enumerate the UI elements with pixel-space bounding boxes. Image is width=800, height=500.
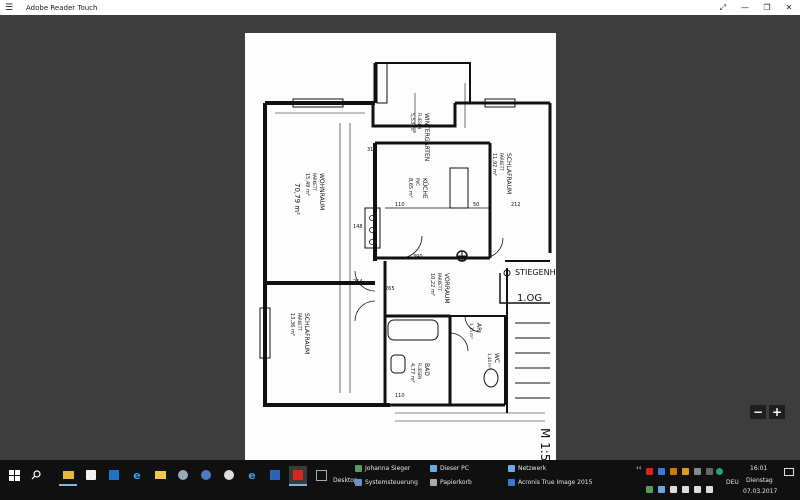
dimension-110-bottom: 110 xyxy=(395,393,405,399)
acronis-icon xyxy=(508,479,515,486)
user-icon xyxy=(355,465,362,472)
window-controls: ⤢ — ❐ ✕ xyxy=(712,3,800,13)
room-bad-name: BAD xyxy=(423,363,430,376)
document-viewer[interactable]: WINTERGARTEN FLIESEN 5,53 m² SCHLAFRAUM … xyxy=(0,15,800,473)
tray-volume-icon[interactable] xyxy=(694,486,701,493)
link-netzwerk[interactable]: Netzwerk xyxy=(518,465,547,472)
dimension-148: 148 xyxy=(353,224,363,230)
link-papierkorb[interactable]: Papierkorb xyxy=(440,479,472,486)
folder-icon[interactable] xyxy=(59,466,77,486)
room-schlafraum-2-area: 13,36 m² xyxy=(289,313,295,336)
dimension-110: 110 xyxy=(395,202,405,208)
room-bad-area: 4,77 m² xyxy=(409,363,415,383)
clock-date[interactable]: 07.03.2017 xyxy=(743,488,778,495)
window-icon[interactable] xyxy=(312,466,330,484)
link-systemsteuerung[interactable]: Systemsteuerung xyxy=(365,479,418,486)
language-indicator[interactable]: DEU xyxy=(726,479,739,486)
tray-status-icon[interactable] xyxy=(716,468,723,475)
room-wintergarten-name: WINTERGARTEN xyxy=(423,113,430,161)
tray-sync-icon[interactable] xyxy=(670,468,677,475)
desktop-toolbar-label[interactable]: Desktop xyxy=(333,477,358,484)
room-wc-name: WC xyxy=(493,353,500,363)
hamburger-icon[interactable]: ☰ xyxy=(4,2,14,13)
network-link-icon xyxy=(508,465,515,472)
room-kueche-floor: PVC xyxy=(415,178,420,186)
room-wohnraum-name: WOHNRAUM xyxy=(318,173,325,210)
recycle-bin-icon xyxy=(430,479,437,486)
app-title: Adobe Reader Touch xyxy=(26,3,98,12)
dimension-317: 317 xyxy=(367,147,377,153)
close-icon[interactable]: ✕ xyxy=(785,2,793,12)
zoom-in-button[interactable]: + xyxy=(769,405,785,419)
tray-dropbox-icon[interactable] xyxy=(658,468,665,475)
room-wintergarten-area: 5,53 m² xyxy=(409,113,415,133)
stair-label: STIEGENH. xyxy=(515,268,556,277)
globe-icon[interactable] xyxy=(174,466,192,484)
control-panel-icon xyxy=(355,479,362,486)
taskbar: e e Desktop Johanna Sieger Systemsteueru… xyxy=(0,460,800,500)
computer-icon xyxy=(430,465,437,472)
tray-network-icon[interactable] xyxy=(670,486,677,493)
word-icon[interactable] xyxy=(266,466,284,484)
notification-icon[interactable] xyxy=(784,468,794,490)
tray-app-icon[interactable] xyxy=(706,468,713,475)
room-wintergarten-floor: FLIESEN xyxy=(417,113,422,129)
tray-shield-icon[interactable] xyxy=(646,486,653,493)
dimension-390: 390 xyxy=(413,254,423,260)
room-wc-area: 1,44 m² xyxy=(487,353,492,369)
dimension-50: 50 xyxy=(473,202,479,208)
room-wohnraum-floor: PARKETT xyxy=(312,173,317,191)
ie-icon[interactable]: e xyxy=(248,468,256,482)
floor-label: 1.OG xyxy=(517,293,542,304)
room-schlafraum-1-name: SCHLAFRAUM xyxy=(505,153,512,194)
room-vorraum-floor: PARKETT xyxy=(437,273,442,291)
windows-icon[interactable] xyxy=(5,466,23,484)
floor-plan: WINTERGARTEN FLIESEN 5,53 m² SCHLAFRAUM … xyxy=(259,62,556,469)
media-icon[interactable] xyxy=(220,466,238,484)
toolbar-overflow-icon[interactable]: ‹‹ xyxy=(636,464,642,472)
link-acronis-true-image[interactable]: Acronis True Image 2015 xyxy=(518,479,593,486)
scale-label: M 1:50 xyxy=(538,428,552,469)
explorer-icon[interactable] xyxy=(151,466,169,484)
network-icon[interactable] xyxy=(197,466,215,484)
zoom-out-button[interactable]: − xyxy=(750,405,766,419)
restore-icon[interactable]: ❐ xyxy=(763,2,771,12)
room-wohnraum-area: 15,49 m² xyxy=(304,173,310,196)
acrobat-icon[interactable] xyxy=(289,466,307,486)
room-schlafraum-2-name: SCHLAFRAUM xyxy=(303,313,310,354)
room-vorraum-name: VORRAUM xyxy=(443,273,450,304)
tray-monitor-icon[interactable] xyxy=(694,468,701,475)
tray-acrobat-icon[interactable] xyxy=(646,468,653,475)
room-schlafraum-1-floor: PARKETT xyxy=(499,153,504,171)
edge-icon[interactable]: e xyxy=(133,468,141,482)
room-kueche-name: KÜCHE xyxy=(421,178,428,199)
room-schlafraum-1-area: 11,92 m² xyxy=(491,153,497,176)
tray-cloud-icon[interactable] xyxy=(658,486,665,493)
room-vorraum-area: 10,22 m² xyxy=(429,273,435,296)
minimize-icon[interactable]: — xyxy=(741,2,749,12)
search-icon[interactable] xyxy=(27,466,45,484)
room-ar-name: AR xyxy=(475,323,482,331)
store-icon[interactable] xyxy=(82,466,100,484)
clock-day[interactable]: Dienstag xyxy=(746,477,773,484)
total-area: 70,79 m² xyxy=(293,183,301,215)
expand-icon[interactable]: ⤢ xyxy=(719,2,727,12)
tray-folder-icon[interactable] xyxy=(682,468,689,475)
link-dieser-pc[interactable]: Dieser PC xyxy=(440,465,469,472)
dimension-212: 212 xyxy=(511,202,521,208)
clock-time[interactable]: 16:01 xyxy=(750,465,768,472)
dimension-265: 265 xyxy=(385,286,395,292)
title-bar: ☰ Adobe Reader Touch ⤢ — ❐ ✕ xyxy=(0,0,800,15)
room-kueche-area: 8,65 m² xyxy=(407,178,413,198)
room-schlafraum-2-floor: PARKETT xyxy=(297,313,302,331)
tray-wifi-icon[interactable] xyxy=(706,486,713,493)
room-bad-floor: FLIESEN xyxy=(417,363,422,379)
document-page: WINTERGARTEN FLIESEN 5,53 m² SCHLAFRAUM … xyxy=(245,33,556,473)
outlook-icon[interactable] xyxy=(105,466,123,484)
dimension-264: 264 xyxy=(353,279,363,285)
link-johanna-sieger[interactable]: Johanna Sieger xyxy=(365,465,411,472)
tray-battery-icon[interactable] xyxy=(682,486,689,493)
room-ar-area: 1,15 m² xyxy=(469,323,474,339)
